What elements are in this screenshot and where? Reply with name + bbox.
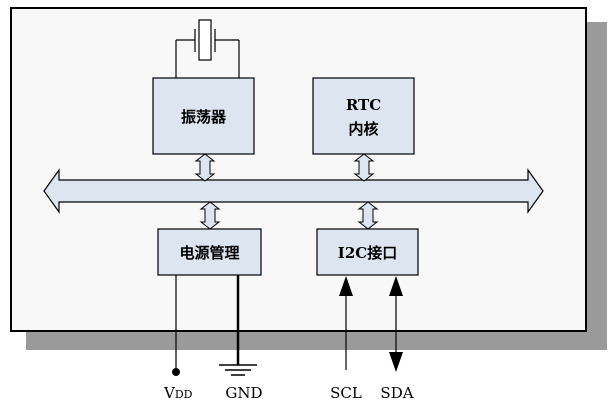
scl-arrow-head [339, 276, 353, 296]
vdd-pin-label: VDD [163, 384, 193, 402]
gnd-pin-label: GND [225, 384, 262, 402]
internal-bus-arrow [43, 168, 544, 214]
vdd-terminal-dot [172, 368, 180, 376]
sda-arrow-head-down [389, 352, 403, 372]
crystal-icon [175, 19, 240, 78]
ground-icon [219, 364, 257, 376]
oscillator-label: 振荡器 [181, 108, 227, 126]
chip-outline [10, 7, 587, 332]
oscillator-block [152, 77, 255, 155]
i2c-interface-block [316, 228, 419, 276]
sda-arrow-head-up [389, 276, 403, 296]
vdd-pin-label-main: V [163, 384, 176, 402]
rtc-label-line1: RTC [346, 96, 381, 114]
rtc-bus-connector [353, 153, 375, 182]
sda-pin-label: SDA [380, 384, 413, 402]
vdd-pin-label-sub: DD [175, 388, 193, 401]
power-management-label: 电源管理 [179, 244, 239, 262]
power-management-block [157, 228, 262, 276]
oscillator-bus-connector [194, 153, 216, 182]
scl-pin-label: SCL [330, 384, 362, 402]
rtc-core-block [312, 77, 415, 155]
i2c-interface-label: I2C接口 [338, 244, 397, 262]
rtc-label-line2: 内核 [348, 120, 378, 138]
